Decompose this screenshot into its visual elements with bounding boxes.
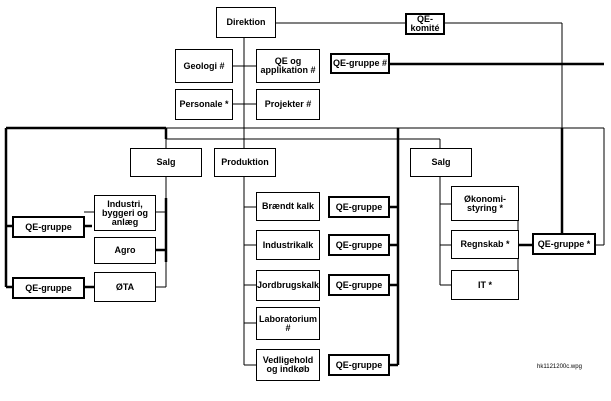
- figure-code: hk1121200c.wpg: [537, 364, 582, 370]
- qe-applikation-box: QE og applikation #: [256, 49, 320, 83]
- qe-gruppe-right: QE-gruppe *: [532, 233, 596, 255]
- salg-right-title: Salg: [410, 148, 472, 177]
- direktion-box: Direktion: [216, 7, 276, 38]
- produktion-title: Produktion: [214, 148, 276, 177]
- qe-gruppe-staff-box: QE-gruppe #: [330, 53, 390, 74]
- agro-box: Agro: [94, 237, 156, 264]
- qe-gruppe-left-2: QE-gruppe: [12, 277, 85, 299]
- regnskab-box: Regnskab *: [451, 230, 519, 259]
- qe-komite-box: QE-komité: [405, 13, 445, 35]
- laboratorium-box: Laboratorium #: [256, 307, 320, 340]
- qe-gruppe-prod-2: QE-gruppe: [328, 234, 390, 256]
- personale-box: Personale *: [175, 89, 233, 120]
- industri-box: Industri, byggeri og anlæg: [94, 195, 156, 231]
- it-box: IT *: [451, 270, 519, 300]
- vedligehold-box: Vedligehold og indkøb: [256, 349, 320, 381]
- industrikalk-box: Industrikalk: [256, 230, 320, 260]
- okonomistyring-box: Økonomi- styring *: [451, 186, 519, 221]
- ota-box: ØTA: [94, 272, 156, 302]
- projekter-box: Projekter #: [256, 89, 320, 120]
- braendt-kalk-box: Brændt kalk: [256, 192, 320, 221]
- qe-gruppe-prod-3: QE-gruppe: [328, 274, 390, 296]
- qe-gruppe-left-1: QE-gruppe: [12, 216, 85, 238]
- jordbrugskalk-box: Jordbrugskalk: [256, 270, 320, 301]
- qe-gruppe-prod-1: QE-gruppe: [328, 196, 390, 218]
- salg-left-title: Salg: [130, 148, 202, 177]
- qe-gruppe-prod-4: QE-gruppe: [328, 354, 390, 376]
- geologi-box: Geologi #: [175, 49, 233, 83]
